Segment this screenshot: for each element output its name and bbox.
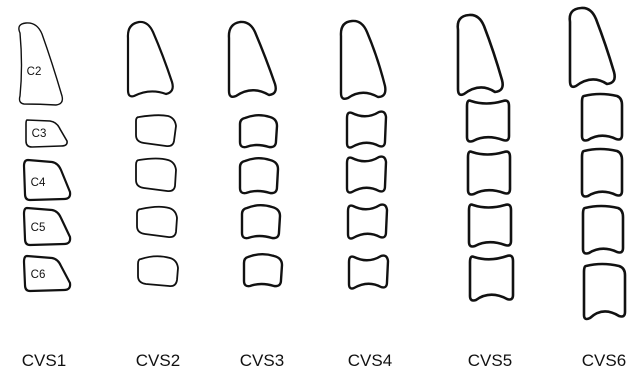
c2-vertebra-cvs3 bbox=[229, 22, 276, 97]
c6-vertebra-cvs5 bbox=[470, 256, 513, 301]
stage-cvs3-column bbox=[229, 22, 282, 286]
label-c2: C2 bbox=[27, 66, 42, 78]
c2-vertebra-cvs1 bbox=[19, 23, 63, 105]
stage-labels: CVS1 CVS2 CVS3 CVS4 CVS5 CVS6 bbox=[22, 351, 626, 370]
stage-cvs1-column: C2 C3 C4 C5 C6 bbox=[19, 23, 70, 291]
stage-label-cvs2: CVS2 bbox=[136, 351, 180, 370]
c6-vertebra-cvs3 bbox=[244, 254, 282, 286]
stage-label-cvs3: CVS3 bbox=[240, 351, 284, 370]
c3-vertebra-cvs3 bbox=[240, 115, 277, 147]
c5-vertebra-cvs4 bbox=[348, 205, 387, 239]
label-c5: C5 bbox=[31, 222, 46, 234]
c3-vertebra-cvs6 bbox=[582, 94, 622, 141]
c5-vertebra-cvs5 bbox=[469, 205, 511, 247]
c6-vertebra-cvs4 bbox=[349, 256, 388, 289]
stage-cvs4-column bbox=[341, 21, 388, 289]
c5-vertebra-cvs3 bbox=[242, 205, 280, 238]
stage-cvs5-column bbox=[458, 15, 513, 301]
label-c4: C4 bbox=[31, 177, 46, 189]
c2-vertebra-cvs6 bbox=[570, 8, 615, 87]
stage-cvs6-column bbox=[570, 8, 625, 319]
c4-vertebra-cvs6 bbox=[582, 149, 622, 197]
c2-vertebra-cvs2 bbox=[128, 22, 173, 96]
c4-vertebra-cvs2 bbox=[136, 159, 176, 192]
c3-vertebra-cvs5 bbox=[467, 101, 509, 142]
c3-vertebra-cvs2 bbox=[136, 115, 176, 146]
c6-vertebra-cvs2 bbox=[138, 256, 178, 286]
stage-label-cvs1: CVS1 bbox=[22, 351, 66, 370]
label-c6: C6 bbox=[31, 269, 46, 281]
stage-label-cvs4: CVS4 bbox=[348, 351, 392, 370]
c4-vertebra-cvs3 bbox=[240, 158, 278, 193]
stage-cvs2-column bbox=[128, 22, 178, 286]
c2-vertebra-cvs5 bbox=[458, 15, 503, 95]
c3-vertebra-cvs4 bbox=[347, 112, 386, 148]
c4-vertebra-cvs4 bbox=[347, 157, 386, 193]
c6-vertebra-cvs6 bbox=[584, 264, 625, 319]
c5-vertebra-cvs2 bbox=[137, 207, 177, 237]
c5-vertebra-cvs6 bbox=[583, 206, 623, 254]
stage-label-cvs6: CVS6 bbox=[582, 351, 626, 370]
label-c3: C3 bbox=[32, 128, 47, 140]
c2-vertebra-cvs4 bbox=[341, 21, 385, 99]
c4-vertebra-cvs5 bbox=[468, 152, 510, 195]
stage-label-cvs5: CVS5 bbox=[468, 351, 512, 370]
